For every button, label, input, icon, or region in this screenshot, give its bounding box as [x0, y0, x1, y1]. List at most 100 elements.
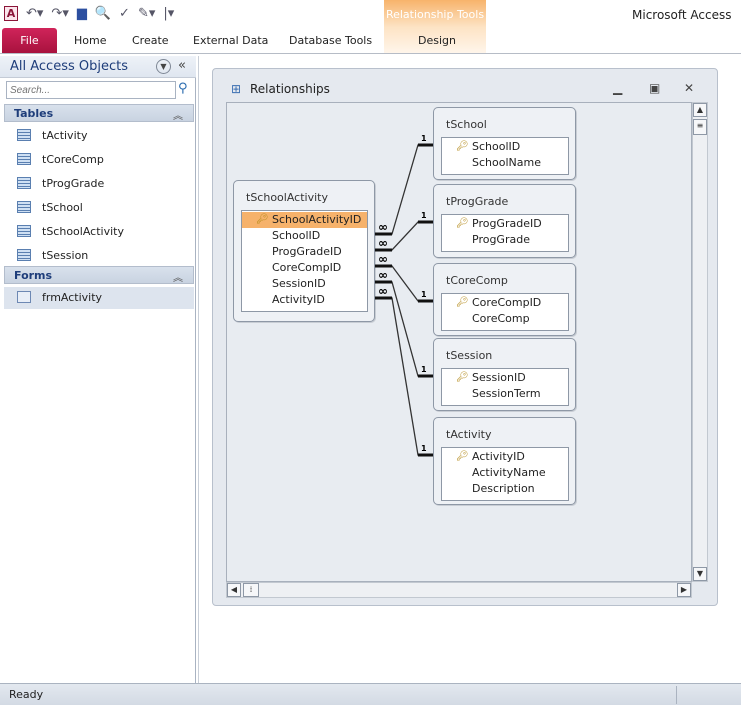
- table-title[interactable]: tSession: [446, 349, 493, 362]
- field-ActivityID[interactable]: ActivityID: [242, 292, 367, 308]
- search-icon[interactable]: ⚲: [178, 81, 188, 96]
- primary-key-icon: 🔑︎: [456, 372, 469, 383]
- primary-key-icon: 🔑︎: [456, 218, 469, 229]
- field-CoreComp[interactable]: CoreComp: [442, 311, 568, 327]
- scroll-right-button[interactable]: ▶: [677, 583, 691, 597]
- field-SessionTerm[interactable]: SessionTerm: [442, 386, 568, 402]
- field-SchoolActivityID[interactable]: 🔑︎SchoolActivityID: [242, 212, 367, 228]
- tab-create[interactable]: Create: [132, 34, 169, 47]
- undo-icon[interactable]: ↶▾: [26, 6, 44, 21]
- scroll-left-button[interactable]: ◀: [227, 583, 241, 597]
- tab-external-data[interactable]: External Data: [193, 34, 269, 47]
- field-SessionID[interactable]: SessionID: [242, 276, 367, 292]
- table-title[interactable]: tProgGrade: [446, 195, 509, 208]
- scroll-thumb[interactable]: ≡: [693, 119, 707, 135]
- field-name: CoreComp: [472, 312, 530, 325]
- tab-database-tools[interactable]: Database Tools: [289, 34, 373, 47]
- tab-file[interactable]: File: [2, 28, 57, 53]
- nav-group-forms[interactable]: Forms ︽: [4, 266, 194, 284]
- search-input[interactable]: [6, 81, 176, 99]
- collapse-pane-icon[interactable]: «: [178, 58, 186, 73]
- close-button[interactable]: ✕: [684, 81, 695, 95]
- nav-header[interactable]: All Access Objects ▼ «: [0, 56, 196, 78]
- nav-item-tSchool[interactable]: tSchool: [4, 197, 194, 219]
- minimize-button[interactable]: ▁: [613, 81, 623, 95]
- collapse-group-icon[interactable]: ︽: [173, 273, 183, 284]
- tab-design[interactable]: Design: [418, 34, 456, 47]
- field-Description[interactable]: Description: [442, 481, 568, 497]
- field-SchoolName[interactable]: SchoolName: [442, 155, 568, 171]
- tab-home[interactable]: Home: [74, 34, 107, 47]
- nav-title[interactable]: All Access Objects: [10, 59, 128, 74]
- field-name: ProgGrade: [472, 233, 530, 246]
- field-CoreCompID[interactable]: CoreCompID: [242, 260, 367, 276]
- navigation-pane: All Access Objects ▼ « ⚲ Tables ︽ tActivit…: [0, 56, 196, 683]
- table-title[interactable]: tCoreComp: [446, 274, 508, 287]
- field-name: Description: [472, 482, 535, 495]
- print-preview-icon[interactable]: 🔍: [94, 6, 112, 21]
- field-CoreCompID[interactable]: 🔑︎CoreCompID: [442, 295, 568, 311]
- table-icon: [17, 225, 31, 237]
- collapse-group-icon[interactable]: ︽: [173, 111, 183, 122]
- field-name: SessionID: [472, 371, 526, 384]
- customize-icon[interactable]: ✎▾: [137, 6, 156, 21]
- scroll-down-button[interactable]: ▼: [693, 567, 707, 581]
- customize-toolbar-icon[interactable]: |▾: [163, 6, 175, 21]
- nav-item-tActivity[interactable]: tActivity: [4, 125, 194, 147]
- quick-access-toolbar: A ↶▾ ↷▾ ▆ 🔍 ✓ ✎▾ |▾: [4, 6, 174, 21]
- field-name: CoreCompID: [472, 296, 542, 309]
- field-SessionID[interactable]: 🔑︎SessionID: [442, 370, 568, 386]
- nav-item-tSession[interactable]: tSession: [4, 245, 194, 267]
- field-ActivityName[interactable]: ActivityName: [442, 465, 568, 481]
- spelling-icon[interactable]: ✓: [119, 6, 130, 21]
- nav-item-label: tProgGrade: [42, 177, 105, 190]
- table-icon: [17, 153, 31, 165]
- nav-item-label: tSchool: [42, 201, 83, 214]
- primary-key-icon: 🔑︎: [456, 297, 469, 308]
- status-text: Ready: [9, 688, 44, 701]
- scroll-up-button[interactable]: ▲: [693, 103, 707, 117]
- redo-icon[interactable]: ↷▾: [51, 6, 69, 21]
- chevron-down-icon[interactable]: ▼: [156, 59, 171, 74]
- window-title: Relationships: [250, 82, 330, 96]
- access-logo-icon[interactable]: A: [4, 6, 18, 21]
- field-SchoolID[interactable]: SchoolID: [242, 228, 367, 244]
- restore-button[interactable]: ▣: [649, 81, 661, 95]
- table-title[interactable]: tSchoolActivity: [246, 191, 328, 204]
- field-name: SchoolName: [472, 156, 541, 169]
- field-name: SessionTerm: [472, 387, 541, 400]
- nav-item-tProgGrade[interactable]: tProgGrade: [4, 173, 194, 195]
- table-title[interactable]: tActivity: [446, 428, 492, 441]
- scroll-thumb-h[interactable]: ⁞: [243, 583, 259, 597]
- group-label: Forms: [14, 269, 53, 282]
- field-name: ActivityID: [272, 293, 325, 306]
- title-bar: A ↶▾ ↷▾ ▆ 🔍 ✓ ✎▾ |▾ Microsoft Access: [0, 0, 741, 28]
- nav-item-frmActivity[interactable]: frmActivity: [4, 287, 194, 309]
- field-name: SessionID: [272, 277, 326, 290]
- field-ActivityID[interactable]: 🔑︎ActivityID: [442, 449, 568, 465]
- group-label: Tables: [14, 107, 54, 120]
- save-icon[interactable]: ▆: [76, 6, 87, 21]
- field-ProgGradeID[interactable]: ProgGradeID: [242, 244, 367, 260]
- field-ProgGrade[interactable]: ProgGrade: [442, 232, 568, 248]
- nav-item-tCoreComp[interactable]: tCoreComp: [4, 149, 194, 171]
- field-name: ProgGradeID: [272, 245, 342, 258]
- field-SchoolID[interactable]: 🔑︎SchoolID: [442, 139, 568, 155]
- nav-item-label: tCoreComp: [42, 153, 104, 166]
- horizontal-scrollbar[interactable]: ◀ ⁞ ▶: [226, 582, 692, 598]
- nav-item-tSchoolActivity[interactable]: tSchoolActivity: [4, 221, 194, 243]
- primary-key-icon: 🔑︎: [456, 141, 469, 152]
- vertical-scrollbar[interactable]: ▲ ≡ ▼: [692, 102, 708, 582]
- field-ProgGradeID[interactable]: 🔑︎ProgGradeID: [442, 216, 568, 232]
- table-title[interactable]: tSchool: [446, 118, 487, 131]
- status-bar: Ready: [0, 683, 741, 705]
- nav-group-tables[interactable]: Tables ︽: [4, 104, 194, 122]
- field-name: ActivityID: [472, 450, 525, 463]
